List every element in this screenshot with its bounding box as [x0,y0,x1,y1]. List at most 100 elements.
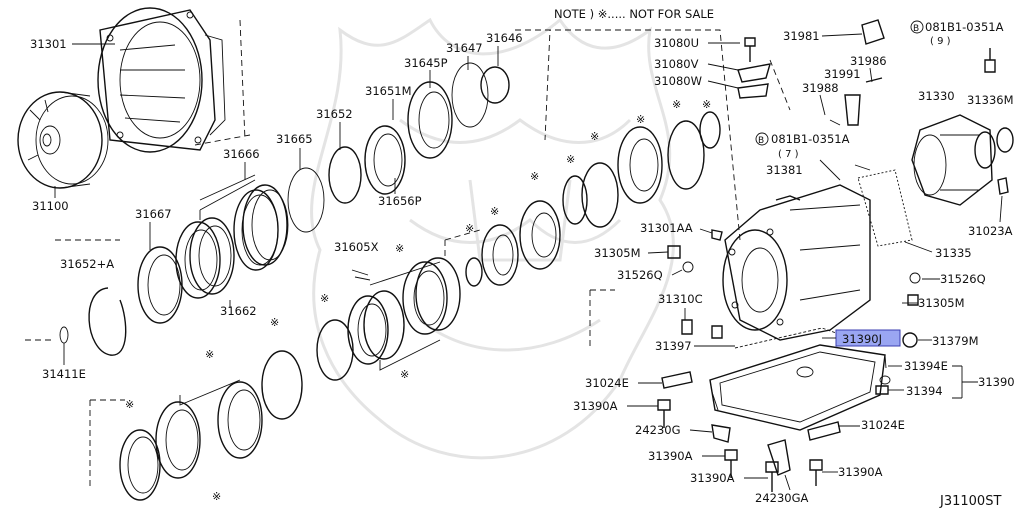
bolt-icon [875,385,889,395]
part-label-31656P[interactable]: 31656P [378,194,422,208]
part-label-31080U[interactable]: 31080U [654,36,699,50]
part-label-31390[interactable]: 31390 [978,375,1015,389]
bolt-icon [724,449,738,478]
transmission-case-icon [722,184,871,341]
diagram-code: J31100ST [939,494,1001,509]
part-label-31645P[interactable]: 31645P [404,56,448,70]
svg-text:B: B [913,24,919,34]
oil-pan-icon [709,327,887,431]
star-marker-icon: ※ [465,222,474,235]
part-label-24230GA[interactable]: 24230GA [755,491,808,505]
bolt-icon [667,245,681,259]
bolt-icon [657,399,671,428]
part-label-31080W[interactable]: 31080W [654,74,702,88]
part-label-31986[interactable]: 31986 [850,54,887,68]
bolt-icon [907,294,919,306]
drum-icon [465,111,721,287]
part-label-31390A-3[interactable]: 31390A [690,471,735,485]
o-ring-icon [879,375,891,385]
svg-text:( 7 ): ( 7 ) [778,149,799,160]
star-marker-icon: ※ [672,98,681,111]
snap-ring-icon [88,287,127,356]
star-marker-icon: ※ [702,98,711,111]
bolt-spec-9[interactable]: B 081B1-0351A ( 9 ) [910,20,1004,47]
part-label-24230G[interactable]: 24230G [635,423,681,437]
part-label-31023A[interactable]: 31023A [968,224,1013,238]
bolt-icon [711,229,723,241]
part-label-31305M-right[interactable]: 31305M [918,296,965,310]
part-label-31310C[interactable]: 31310C [658,292,703,306]
part-label-31526Q-left[interactable]: 31526Q [617,268,663,282]
part-label-31305M-left[interactable]: 31305M [594,246,641,260]
part-label-31390A-2[interactable]: 31390A [648,449,693,463]
part-label-31652A[interactable]: 31652+A [60,257,114,271]
part-label-31390A-4[interactable]: 31390A [838,465,883,479]
sensor-icon [861,19,885,45]
part-label-31397[interactable]: 31397 [655,339,692,353]
part-label-31665[interactable]: 31665 [276,132,313,146]
part-label-31526Q-right[interactable]: 31526Q [940,272,986,286]
svg-text:31390J: 31390J [842,332,882,346]
star-marker-icon: ※ [530,170,539,183]
part-label-31666[interactable]: 31666 [223,147,260,161]
part-label-31652[interactable]: 31652 [316,107,353,121]
star-marker-icon: ※ [320,292,329,305]
part-label-31411E[interactable]: 31411E [42,367,86,381]
part-label-31336M[interactable]: 31336M [967,93,1014,107]
part-label-31981[interactable]: 31981 [783,29,820,43]
shift-lever-icon [844,77,883,126]
svg-text:081B1-0351A: 081B1-0351A [771,132,850,146]
gasket-icon [857,169,913,247]
part-label-31381[interactable]: 31381 [766,163,803,177]
part-label-31667[interactable]: 31667 [135,207,172,221]
note-header: NOTE ) ※..... NOT FOR SALE [554,7,714,21]
highlighted-part-31390J[interactable]: 31390J [835,329,901,347]
bolt-icon [765,461,779,492]
part-label-31100[interactable]: 31100 [32,199,69,213]
o-ring-icon [909,272,921,284]
pin-icon [681,319,723,339]
part-label-31390A-1[interactable]: 31390A [573,399,618,413]
part-label-31605X[interactable]: 31605X [334,240,379,254]
bolt-icon [737,37,771,99]
torque-converter-icon [17,91,109,189]
bolt-icon [997,177,1009,195]
part-label-31080V[interactable]: 31080V [654,57,699,71]
star-marker-icon: ※ [590,130,599,143]
part-label-31647[interactable]: 31647 [446,41,483,55]
part-label-31301AA[interactable]: 31301AA [640,221,693,235]
o-ring-icon [682,261,694,273]
part-label-31024E-left[interactable]: 31024E [585,376,629,390]
washer-icon [807,421,841,441]
part-label-31335[interactable]: 31335 [935,246,972,260]
bolt-icon [809,459,823,486]
part-label-31991[interactable]: 31991 [824,67,861,81]
part-label-31988[interactable]: 31988 [802,81,839,95]
part-label-31394[interactable]: 31394 [906,384,943,398]
part-label-31646[interactable]: 31646 [486,31,523,45]
star-marker-icon: ※ [212,490,221,503]
filter-icon [902,332,918,348]
converter-housing-icon [97,7,226,153]
star-marker-icon: ※ [636,113,645,126]
part-label-31394E[interactable]: 31394E [904,359,948,373]
bracket-icon [711,424,731,443]
part-label-31301[interactable]: 31301 [30,37,67,51]
part-label-31651M[interactable]: 31651M [365,84,412,98]
bolt-icon [984,48,996,73]
bolt-spec-7[interactable]: B 081B1-0351A ( 7 ) [755,132,850,160]
assembly-guide-line [194,19,251,146]
part-label-31330[interactable]: 31330 [918,89,955,103]
part-label-31662[interactable]: 31662 [220,304,257,318]
washer-icon [661,371,693,389]
part-label-31379M[interactable]: 31379M [932,334,979,348]
svg-text:081B1-0351A: 081B1-0351A [925,20,1004,34]
part-label-31024E-right[interactable]: 31024E [861,418,905,432]
star-marker-icon: ※ [490,205,499,218]
clutch-pack-icon [233,146,362,271]
svg-text:B: B [758,136,764,146]
drum-icon [364,62,510,195]
star-marker-icon: ※ [566,153,575,166]
star-marker-icon: ※ [125,398,134,411]
